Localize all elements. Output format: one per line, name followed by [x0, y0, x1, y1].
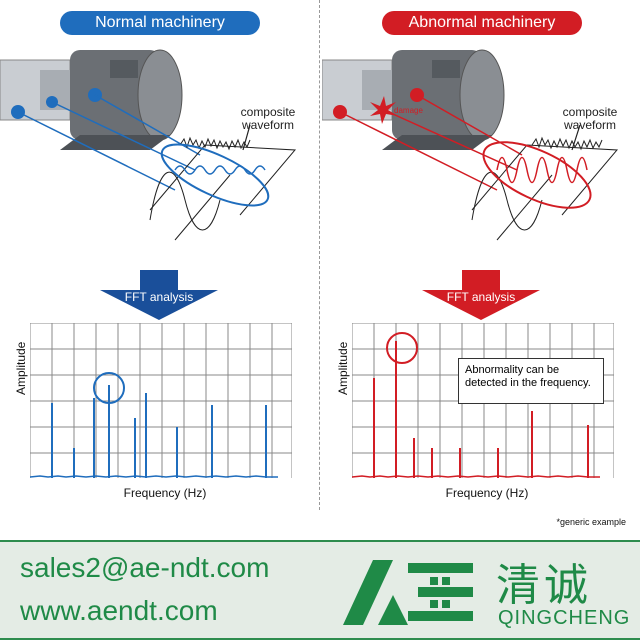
- composite-waveform-label-abnormal: composite waveform: [562, 105, 618, 132]
- brand-name-chinese: 清诚: [496, 560, 592, 611]
- sales-email-link[interactable]: sales2@ae-ndt.com: [20, 552, 270, 583]
- composite-waveform-label: composite waveform: [240, 105, 296, 132]
- normal-machine-illustration: [0, 49, 297, 241]
- frequency-axis-label-abnormal: Frequency (Hz): [445, 486, 529, 500]
- brand-name-english: QINGCHENG: [498, 607, 631, 629]
- normal-machinery-panel: Normal machinery composite waveform FFT …: [0, 0, 318, 540]
- amplitude-axis-label-abnormal: Amplitude: [336, 341, 350, 395]
- abnormal-machinery-panel: Abnormal machinery damage composite wave…: [322, 0, 640, 540]
- fft-arrow-abnormal: [422, 270, 540, 320]
- website-link[interactable]: www.aendt.com: [20, 595, 218, 626]
- fft-analysis-label-abnormal: FFT analysis: [446, 290, 516, 304]
- company-footer: [0, 540, 640, 640]
- generic-example-note: *generic example: [556, 517, 626, 527]
- abnormal-machinery-title: Abnormal machinery: [382, 11, 582, 35]
- normal-machinery-title: Normal machinery: [60, 11, 260, 35]
- frequency-axis-label: Frequency (Hz): [123, 486, 207, 500]
- fft-arrow-normal: [100, 270, 218, 320]
- fft-analysis-label: FFT analysis: [124, 290, 194, 304]
- abnormal-machine-illustration: [322, 49, 619, 241]
- abnormality-note: Abnormality can be detected in the frequ…: [458, 358, 604, 404]
- normal-spectrum-chart: [30, 323, 292, 478]
- footer-top-stripe: [0, 540, 640, 542]
- footer-bottom-stripe: [0, 638, 640, 640]
- amplitude-axis-label: Amplitude: [14, 341, 28, 395]
- damage-label: damage: [394, 106, 423, 115]
- panel-divider: [319, 0, 320, 510]
- ae-logo-icon: [343, 560, 473, 625]
